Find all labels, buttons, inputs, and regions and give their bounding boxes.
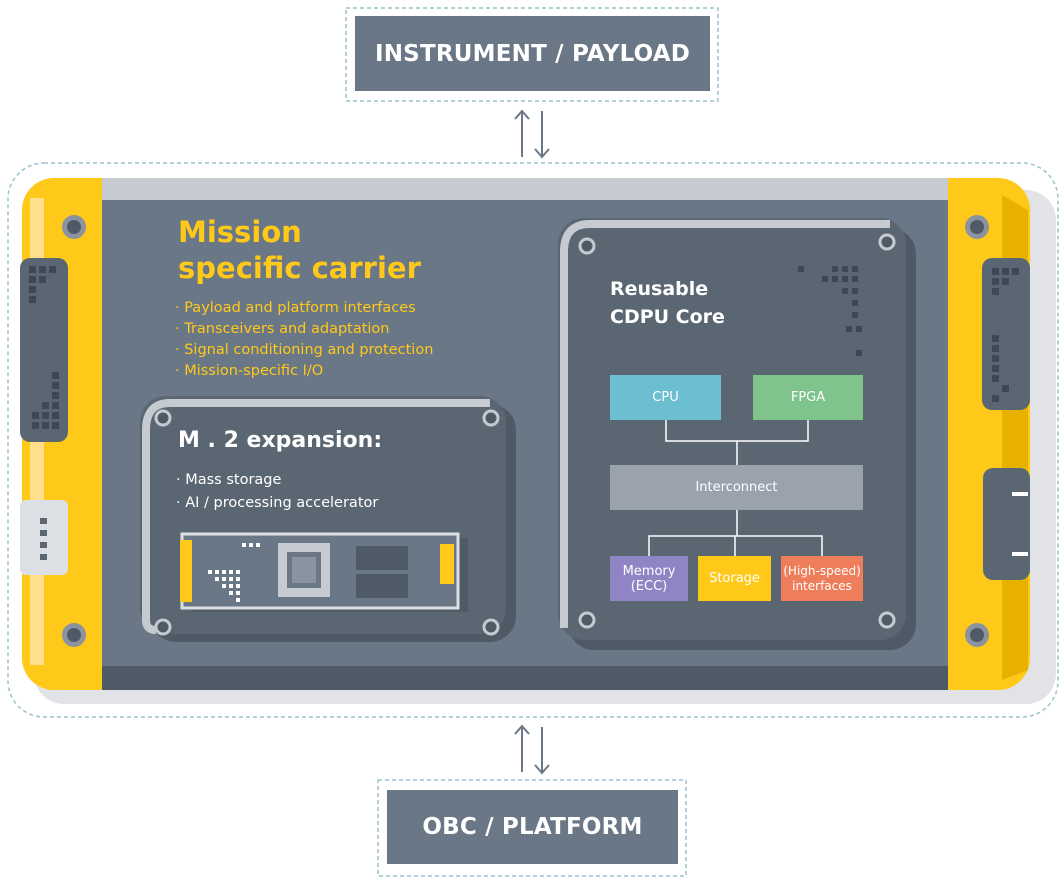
carrier-frame	[7, 162, 1059, 718]
high-speed-block	[781, 556, 863, 601]
obc-box	[387, 790, 678, 864]
cpu-label: CPU	[652, 390, 679, 405]
m2-card-icon	[180, 532, 468, 612]
core-module	[558, 218, 916, 650]
memory-label-line1: Memory	[622, 563, 676, 579]
carrier-bullet: · Transceivers and adaptation	[175, 321, 390, 337]
core-title-line1: Reusable	[610, 278, 709, 300]
m2-title: M . 2 expansion:	[178, 428, 383, 453]
m2-bullet: · AI / processing accelerator	[176, 495, 379, 511]
screw-icon	[62, 215, 989, 647]
carrier-title-line2: specific carrier	[178, 251, 421, 285]
storage-block	[698, 556, 771, 601]
cpu-block	[610, 375, 721, 420]
high-speed-label-line2: interfaces	[792, 578, 852, 593]
obc-platform-label: OBC / PLATFORM	[422, 814, 643, 840]
instrument-payload-label: INSTRUMENT / PAYLOAD	[374, 40, 691, 67]
right-connector-icon	[982, 258, 1030, 580]
core-title-line2: CDPU Core	[610, 306, 725, 328]
core-bus-lines	[648, 420, 823, 556]
carrier-bullet: · Mission-specific I/O	[175, 363, 324, 379]
core-title: Reusable CDPU Core	[610, 275, 725, 331]
high-speed-label: (High-speed) interfaces	[781, 556, 863, 601]
left-connector-icon	[20, 258, 68, 575]
instrument-box	[355, 16, 710, 91]
bottom-arrows	[514, 724, 550, 775]
interconnect-block	[610, 465, 863, 510]
top-arrows	[514, 109, 550, 159]
carrier-title: Mission specific carrier	[178, 214, 421, 286]
interconnect-label: Interconnect	[695, 480, 778, 495]
fpga-label: FPGA	[790, 390, 826, 405]
carrier-bullet: · Signal conditioning and protection	[175, 342, 434, 358]
high-speed-label-line1: (High-speed)	[783, 563, 861, 578]
memory-label-line2: (ECC)	[630, 578, 668, 594]
memory-label: Memory (ECC)	[610, 556, 688, 601]
storage-label: Storage	[709, 571, 760, 586]
carrier-bullet: · Payload and platform interfaces	[175, 300, 416, 316]
instrument-frame	[345, 7, 719, 102]
m2-bullet: · Mass storage	[176, 472, 282, 488]
carrier-title-line1: Mission	[178, 215, 302, 249]
obc-frame	[377, 779, 687, 877]
memory-block	[610, 556, 688, 601]
fpga-block	[753, 375, 863, 420]
